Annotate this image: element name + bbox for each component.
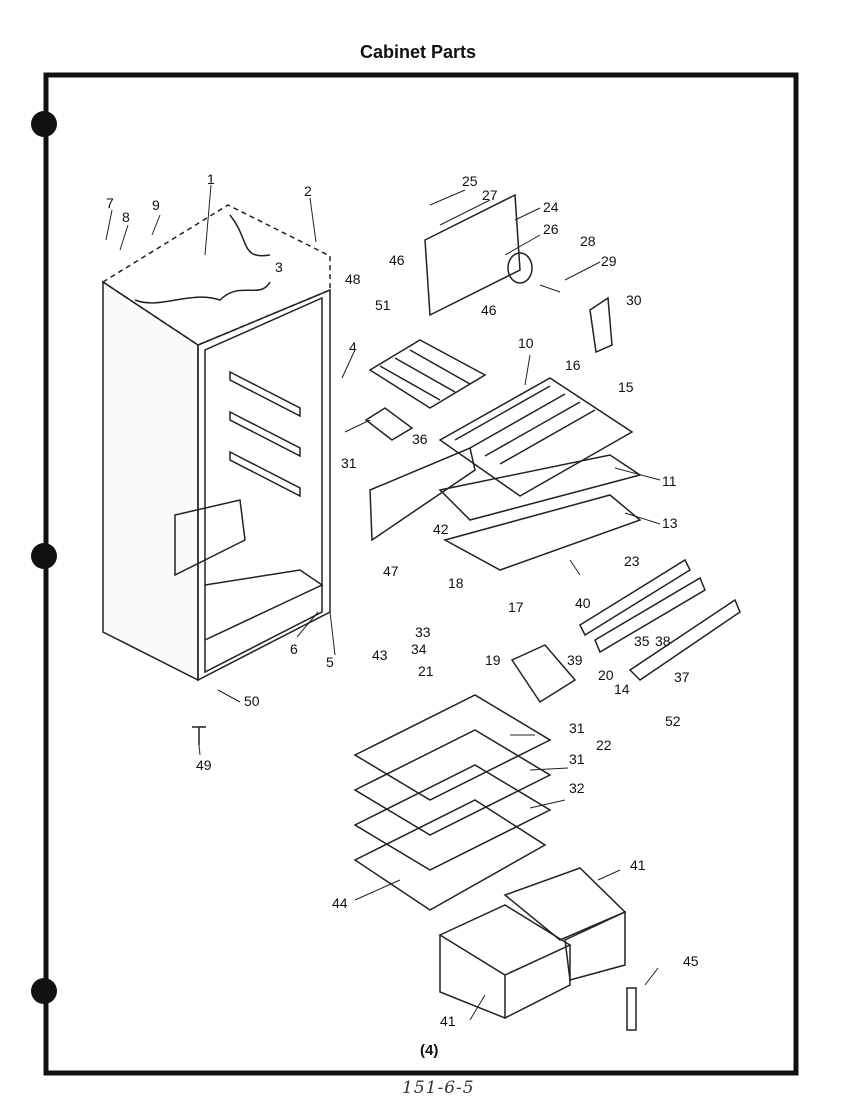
part-label-39: 39: [567, 652, 583, 668]
part-label-8: 8: [122, 209, 130, 225]
part-label-42: 42: [433, 521, 449, 537]
part-label-25: 25: [462, 173, 478, 189]
part-label-34: 34: [411, 641, 427, 657]
part-label-50: 50: [244, 693, 260, 709]
part-label-46: 46: [481, 302, 497, 318]
part-label-16: 16: [565, 357, 581, 373]
binder-hole-top: [31, 111, 57, 137]
part-label-51: 51: [375, 297, 391, 313]
part-label-31: 31: [569, 720, 585, 736]
shelf-illustrations: [192, 339, 741, 1031]
part-label-20: 20: [598, 667, 614, 683]
part-label-18: 18: [448, 575, 464, 591]
page-frame: [43, 72, 799, 1076]
part-label-23: 23: [624, 553, 640, 569]
part-label-4: 4: [349, 339, 357, 355]
part-label-27: 27: [482, 187, 498, 203]
part-label-15: 15: [618, 379, 634, 395]
part-label-31: 31: [569, 751, 585, 767]
part-label-48: 48: [345, 271, 361, 287]
part-label-31: 31: [341, 455, 357, 471]
part-label-11: 11: [662, 473, 677, 489]
part-number-labels: 1234567891011131415161718192021222324252…: [106, 171, 699, 1029]
part-label-47: 47: [383, 563, 399, 579]
part-label-44: 44: [332, 895, 348, 911]
part-label-52: 52: [665, 713, 681, 729]
part-label-5: 5: [326, 654, 334, 670]
part-label-9: 9: [152, 197, 160, 213]
handwritten-note: 151-6-5: [402, 1078, 475, 1098]
part-label-6: 6: [290, 641, 298, 657]
part-label-46: 46: [389, 252, 405, 268]
part-label-7: 7: [106, 195, 114, 211]
part-label-1: 1: [207, 171, 215, 187]
page-number: (4): [420, 1042, 439, 1059]
part-label-19: 19: [485, 652, 501, 668]
part-label-2: 2: [304, 183, 312, 199]
part-label-13: 13: [662, 515, 678, 531]
part-label-41: 41: [630, 857, 646, 873]
part-label-49: 49: [196, 757, 212, 773]
part-label-21: 21: [418, 663, 434, 679]
part-label-22: 22: [596, 737, 612, 753]
leader-lines: [105, 184, 661, 1021]
binder-hole-middle: [31, 543, 57, 569]
part-label-10: 10: [518, 335, 534, 351]
binder-hole-bottom: [31, 978, 57, 1004]
part-label-35: 35: [634, 633, 650, 649]
part-label-37: 37: [674, 669, 690, 685]
part-label-36: 36: [412, 431, 428, 447]
part-label-45: 45: [683, 953, 699, 969]
part-label-43: 43: [372, 647, 388, 663]
part-label-28: 28: [580, 233, 596, 249]
part-label-32: 32: [569, 780, 585, 796]
panel-illustration: [424, 193, 613, 354]
part-label-29: 29: [601, 253, 617, 269]
part-label-14: 14: [614, 681, 630, 697]
page-title: Cabinet Parts: [359, 42, 477, 62]
part-label-33: 33: [415, 624, 431, 640]
part-label-40: 40: [575, 595, 591, 611]
part-label-38: 38: [655, 633, 671, 649]
part-label-41: 41: [440, 1013, 456, 1029]
part-label-30: 30: [626, 292, 642, 308]
part-label-3: 3: [275, 259, 283, 275]
part-label-24: 24: [543, 199, 559, 215]
part-label-17: 17: [508, 599, 524, 615]
cabinet-illustration: [101, 204, 331, 682]
part-label-26: 26: [543, 221, 559, 237]
